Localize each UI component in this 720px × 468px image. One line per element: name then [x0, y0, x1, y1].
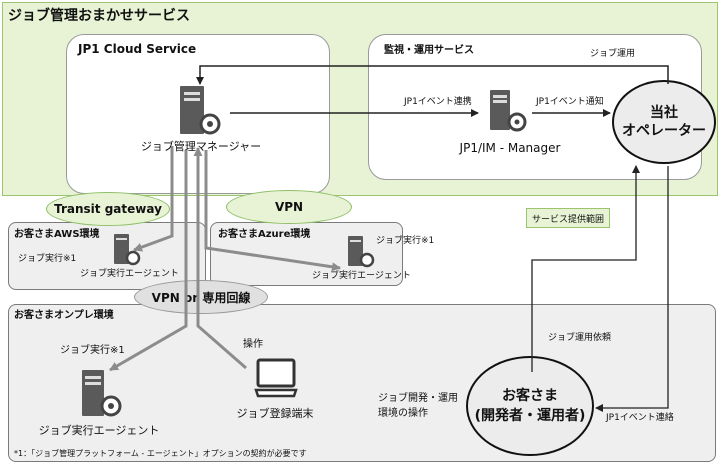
customer-node: お客さま (開発者・運用者) — [466, 356, 594, 456]
onprem-job-exec-label: ジョブ実行※1 — [60, 345, 125, 356]
customer-label-line1: お客さま — [502, 388, 558, 404]
onprem-agent-server-icon — [80, 368, 126, 420]
vpn-ellipse: VPN — [226, 190, 352, 224]
jp1-event-notify-label: JP1イベント通知 — [536, 97, 604, 107]
dev-ops-label-line1: ジョブ開発・運用 — [378, 393, 458, 404]
dev-ops-label-line2: 環境の操作 — [378, 408, 428, 419]
arrow-to-onprem-agent — [109, 150, 188, 372]
arrow-terminal-to-manager — [193, 147, 247, 370]
aws-agent-label: ジョブ実行エージェント — [80, 269, 179, 279]
server-with-gear-icon — [82, 370, 122, 417]
operator-label-line1: 当社 — [650, 105, 678, 121]
server-with-gear-icon — [114, 234, 141, 266]
service-scope-label: サービス提供範囲 — [526, 208, 610, 228]
jp1-event-contact-label: JP1イベント連絡 — [606, 413, 674, 423]
azure-agent-server-icon — [346, 234, 378, 270]
job-manager-label: ジョブ管理マネージャー — [140, 140, 262, 153]
computer-icon — [254, 358, 298, 398]
azure-agent-label: ジョブ実行エージェント — [312, 271, 411, 281]
onprem-environment-panel — [8, 304, 716, 462]
aws-environment-title: お客さまAWS環境 — [14, 229, 100, 240]
operator-node: 当社 オペレーター — [612, 80, 716, 164]
transit-gateway-label: Transit gateway — [54, 202, 162, 216]
job-operation-label: ジョブ運用 — [590, 49, 636, 59]
azure-job-exec-label: ジョブ実行※1 — [376, 236, 435, 246]
job-operation-request-label: ジョブ運用依頼 — [548, 333, 612, 343]
job-terminal-icon — [254, 358, 298, 400]
aws-job-exec-label: ジョブ実行※1 — [18, 254, 77, 264]
jp1-im-server-icon — [488, 88, 532, 134]
arrow-job-request — [531, 165, 640, 372]
server-with-gear-icon — [490, 90, 527, 132]
vpn-label: VPN — [274, 200, 304, 214]
aws-agent-server-icon — [112, 232, 144, 268]
job-manager-server-icon — [178, 84, 226, 138]
server-with-gear-icon — [180, 86, 221, 135]
server-with-gear-icon — [348, 236, 375, 268]
onprem-environment-title: お客さまオンプレ環境 — [14, 310, 114, 321]
cloud-service-title: JP1 Cloud Service — [78, 42, 197, 56]
onprem-agent-label: ジョブ実行エージェント — [38, 424, 160, 437]
service-scope-text: サービス提供範囲 — [531, 214, 604, 225]
customer-label-line2: (開発者・運用者) — [474, 408, 586, 424]
operator-label-line2: オペレーター — [622, 123, 706, 139]
arrow-job-operation — [196, 65, 669, 85]
vpn-dedicated-line-label: VPN or 専用回線 — [151, 290, 251, 305]
transit-gateway-ellipse: Transit gateway — [46, 192, 170, 226]
arrow-to-aws-agent — [133, 146, 174, 252]
jp1-event-link-label: JP1イベント連携 — [404, 97, 472, 107]
arrow-event-contact — [595, 166, 669, 412]
monitoring-service-title: 監視・運用サービス — [384, 45, 474, 56]
footnote: *1：「ジョブ管理プラットフォーム - エージェント」オプションの契約が必要です — [14, 449, 307, 458]
job-terminal-label: ジョブ登録端末 — [236, 407, 314, 420]
vpn-dedicated-line-ellipse: VPN or 専用回線 — [134, 280, 268, 314]
jp1-im-label: JP1/IM - Manager — [459, 141, 561, 155]
azure-environment-title: お客さまAzure環境 — [218, 229, 311, 240]
page-title: ジョブ管理おまかせサービス — [8, 8, 190, 24]
arrow-to-azure-agent — [204, 150, 341, 272]
operation-label: 操作 — [243, 339, 263, 350]
